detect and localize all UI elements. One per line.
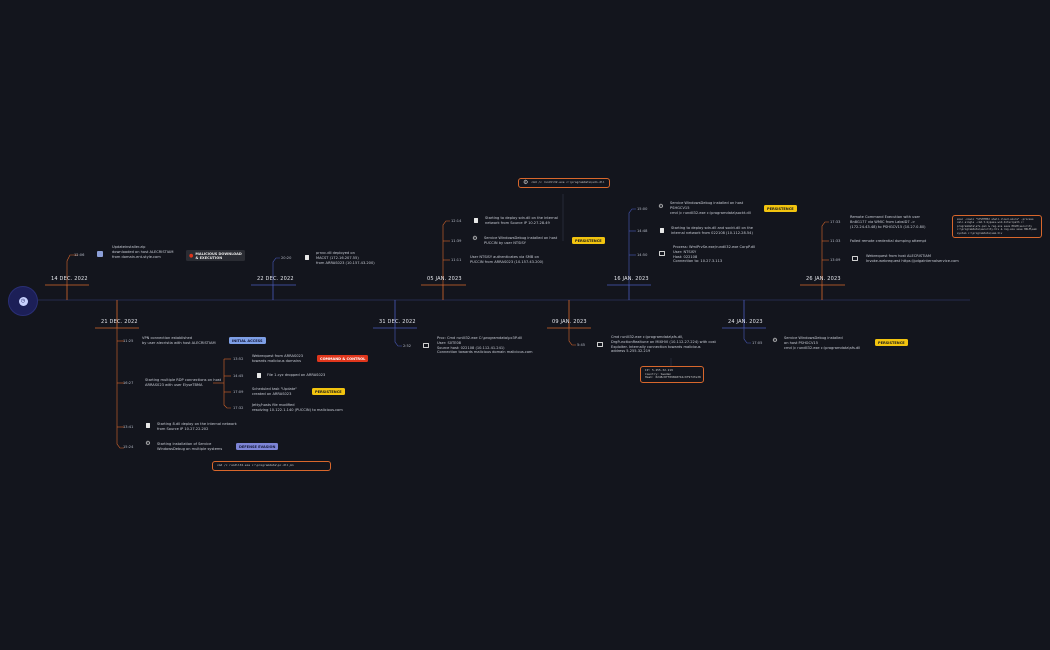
event-time: 12:06 [74,253,85,257]
event-text: Remote Command Execution with user Bn8G1… [850,215,926,229]
event-text: Starting multiple RDP connections on hos… [145,378,222,387]
file-icon [257,373,261,378]
tactic-tag: PERSISTENCE [312,388,345,396]
event-time: 17:05 [752,341,763,345]
event-text: VPN connection established by user alecr… [142,336,216,345]
code-snippet: exec -nowin "SYSTEM32 shell.cloud.azure"… [952,215,1042,239]
event-time: 14:48 [637,229,648,233]
event-text: Service WindowsDebug installed on host P… [670,201,751,215]
terminal-icon [597,342,603,347]
event-text: Process: WmiPrvSe.exe/rundll32.exe CorpP… [673,245,756,264]
event-time: 17:33 [830,220,841,224]
event-text: Starting to deploy sdn.dll on the intern… [485,216,558,225]
event-text: Updateinstaller.zip downloaded on host A… [112,245,174,259]
code-snippet: cmd /c rundll32.exe c:\programdata\pc.dl… [212,461,331,471]
event-text: Proc: Cmd runlll32.exe C:\programdata\pc… [437,336,533,355]
tactic-tag: PERSISTENCE [764,205,797,213]
event-text: Cmd runlll32.exe c:\programdata\sfs.dll,… [611,335,716,354]
gear-icon: ⚙ [658,203,664,210]
event-text: Service WindowsDebug installed on host P… [484,236,558,245]
event-text: Service WindowsDebug installed on host P… [784,336,861,350]
tactic-tag: ●MALICIOUS DOWNLOAD & EXECUTION [186,250,245,262]
event-text: Scheduled task "Update" created on ARRAS… [252,387,297,396]
event-time: 11:25 [123,339,134,343]
event-time: 15:00 [637,207,648,211]
tactic-tag: INITIAL ACCESS [229,337,266,345]
file-icon [474,218,478,223]
tactic-tag: PERSISTENCE [572,237,605,245]
event-time: 14:50 [637,253,648,257]
clock-icon: ◷ [18,296,28,306]
event-time: 16:27 [123,381,134,385]
event-text: User NTSISY authenticates via SMB on PUC… [470,255,544,264]
event-time: 20:20 [281,256,292,260]
event-text: Starting to deploy sdn.dll and sockt.dll… [671,226,753,235]
file-icon [146,423,150,428]
date-label: 31 DEC. 2022 [379,319,416,325]
file-icon [305,255,309,260]
event-time: 12:14 [451,219,462,223]
event-text: Webrequest from ARRAS023 towards malicio… [252,354,304,363]
timeline-logo[interactable]: ◷ [8,286,38,316]
date-label: 26 JAN. 2023 [806,276,841,282]
date-label: 14 DEC. 2022 [51,276,88,282]
date-label: 22 DEC. 2022 [257,276,294,282]
file-icon [660,228,664,233]
event-time: 5:45 [577,343,586,347]
terminal-icon [423,343,429,348]
date-label: 24 JAN. 2023 [728,319,763,325]
ip-info-box: IP: 5.255.32.219 Country: Sweden Hash: 0… [640,366,704,383]
event-text: File 1.cyz dropped on ARRAS023 [267,373,326,377]
event-time: 17:09 [233,390,244,394]
tactic-tag: DEFENSE EVASION [236,443,279,451]
date-label: 16 JAN. 2023 [614,276,649,282]
alert-icon: ● [189,252,194,259]
date-label: 05 JAN. 2023 [427,276,462,282]
gear-icon: ⚙ [523,179,529,186]
event-text: Jetty/hosts file modified resolving 10.1… [252,403,343,412]
gear-icon: ⚙ [472,235,478,242]
terminal-icon [852,256,858,261]
event-time: 17:32 [233,406,244,410]
archive-icon [97,251,103,257]
terminal-icon [659,251,665,256]
event-text: Webrequest from host ALECRISTIAM Invoke-… [866,254,959,263]
tactic-tag: PERSISTENCE [875,339,908,347]
event-time: 2:52 [403,344,412,348]
date-label: 21 DEC. 2022 [101,319,138,325]
gear-icon: ⚙ [145,440,151,447]
event-time: 13:52 [233,357,244,361]
event-text: Starting 8.dll deploy on the internal ne… [157,422,237,431]
event-time: 11:11 [451,258,462,262]
gear-icon: ⚙ [772,337,778,344]
code-snippet: ⚙cmd /c rundll32.exe c:\programdata\sdn.… [518,178,610,188]
event-time: 13:41 [123,425,134,429]
event-time: 11:39 [451,239,462,243]
event-text: Failed remote credential dumping attempt [850,239,927,243]
event-time: 15:24 [123,445,134,449]
tactic-tag: COMMAND & CONTROL [317,355,369,363]
event-text: prnvc.dll deployed on MACST (172.16.207.… [316,251,375,265]
date-label: 09 JAN. 2023 [552,319,587,325]
event-text: Starting installation of Service Windows… [157,442,223,451]
event-time: 11:33 [830,239,841,243]
event-time: 14:45 [233,374,244,378]
event-time: 13:09 [830,258,841,262]
